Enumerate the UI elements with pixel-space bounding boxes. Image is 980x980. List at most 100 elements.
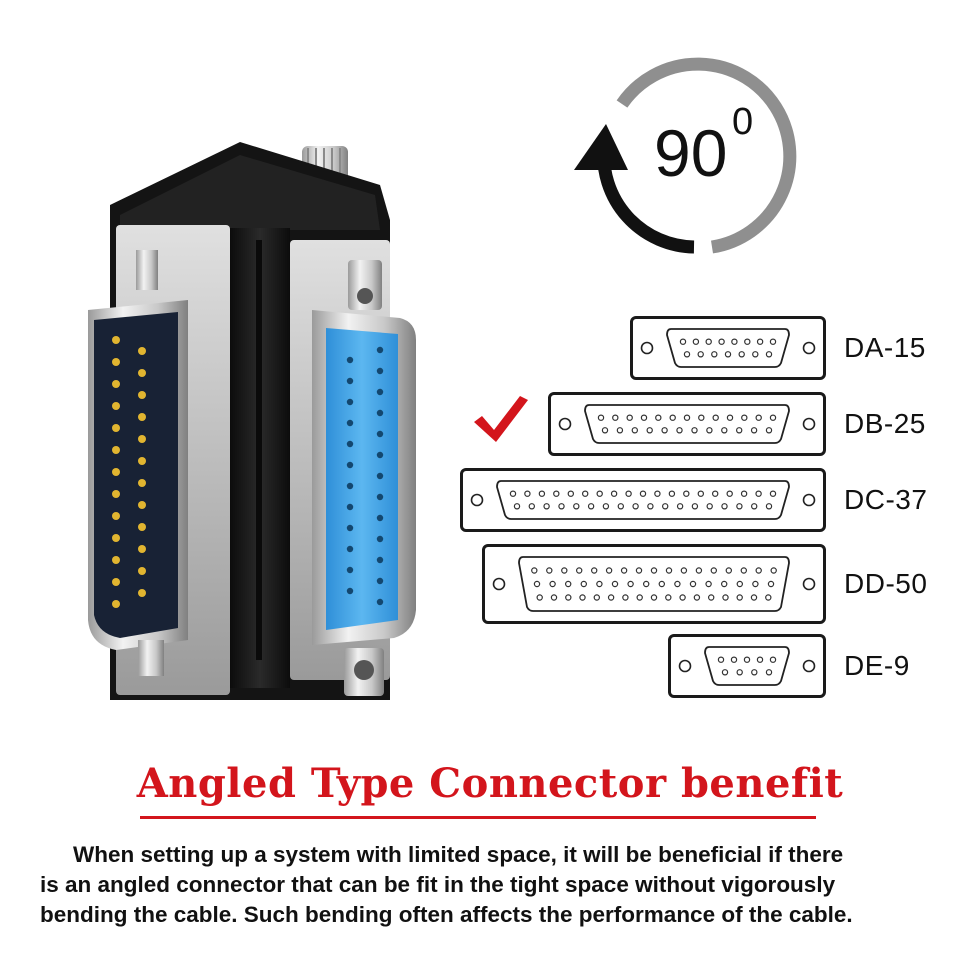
pin [750, 427, 758, 434]
pin [765, 351, 773, 358]
pin [665, 567, 673, 574]
pin [697, 490, 704, 497]
pin [769, 656, 777, 663]
pin [538, 490, 546, 497]
pin [567, 490, 575, 497]
pin [705, 580, 712, 588]
pin [767, 580, 775, 588]
pin [528, 503, 536, 510]
pin [543, 503, 550, 510]
pin [710, 567, 717, 574]
angle-value: 90 [654, 116, 727, 190]
pin [625, 490, 632, 497]
pin [720, 580, 728, 588]
pin [622, 594, 629, 601]
connector-diagram [678, 646, 816, 686]
pin [765, 594, 772, 601]
pin [765, 503, 773, 510]
pin [691, 427, 698, 434]
pin [744, 338, 751, 345]
pin [626, 414, 633, 421]
pin [620, 567, 628, 574]
connector-label-dc-37: DC-37 [844, 484, 928, 515]
pin [607, 594, 615, 601]
pin [770, 567, 777, 574]
body-line: bending the cable. Such bending often af… [40, 902, 853, 927]
pin [612, 414, 619, 421]
pin [650, 594, 658, 601]
connector-label-da-15: DA-15 [844, 332, 926, 363]
body-line: is an angled connector that can be fit i… [40, 872, 836, 897]
pin [632, 503, 639, 510]
pin [721, 669, 729, 676]
pin [661, 427, 668, 434]
pin [580, 580, 588, 588]
pin [611, 580, 619, 588]
pin [679, 594, 686, 601]
pin [717, 656, 725, 663]
pin [553, 490, 560, 497]
pin [693, 594, 701, 601]
pin [640, 414, 648, 421]
pin [668, 490, 676, 497]
pin [726, 414, 734, 421]
pin [769, 414, 777, 421]
angled-connector-photo [88, 142, 416, 700]
connector-shell [704, 646, 790, 686]
pin [635, 567, 643, 574]
ninety-degree-badge: 90 0 [574, 57, 797, 254]
pin [721, 427, 728, 434]
pin [751, 669, 758, 676]
pin [616, 427, 624, 434]
pin [639, 490, 647, 497]
headline-underline [140, 816, 816, 819]
connector-box-dc-37 [460, 468, 826, 532]
pin [724, 351, 732, 358]
female-connector [290, 240, 416, 696]
pin [565, 594, 572, 601]
pin [654, 490, 661, 497]
pin [769, 490, 777, 497]
pin [596, 580, 603, 588]
connector-label-dd-50: DD-50 [844, 568, 928, 599]
mounting-hole [802, 493, 816, 507]
pin [705, 338, 712, 345]
pin [513, 503, 521, 510]
pin [755, 490, 762, 497]
pin [561, 567, 568, 574]
pin [683, 351, 691, 358]
pin [735, 427, 743, 434]
pin [736, 503, 743, 510]
pin [756, 656, 764, 663]
arrow-head-icon [574, 124, 628, 170]
pin [706, 503, 713, 510]
pin [676, 427, 683, 434]
pin [751, 503, 758, 510]
pin [669, 414, 676, 421]
pin [736, 594, 743, 601]
mounting-hole [802, 659, 816, 673]
pin [755, 414, 762, 421]
mounting-hole [640, 341, 654, 355]
pin [573, 503, 580, 510]
male-connector [88, 225, 230, 695]
pin [661, 503, 669, 510]
pin [550, 594, 558, 601]
pin [740, 567, 747, 574]
pin [695, 567, 703, 574]
pin [596, 490, 603, 497]
pin [769, 338, 777, 345]
pin [730, 656, 738, 663]
headline: Angled Type Connector benefit [136, 760, 844, 807]
pin [756, 338, 764, 345]
pin [683, 414, 691, 421]
pin [602, 503, 610, 510]
pin [743, 656, 751, 663]
connector-box-de-9 [668, 634, 826, 698]
pin [750, 594, 758, 601]
pin [593, 594, 601, 601]
pin [587, 503, 595, 510]
pin [691, 503, 699, 510]
pin [741, 414, 748, 421]
connector-shell [518, 556, 790, 612]
